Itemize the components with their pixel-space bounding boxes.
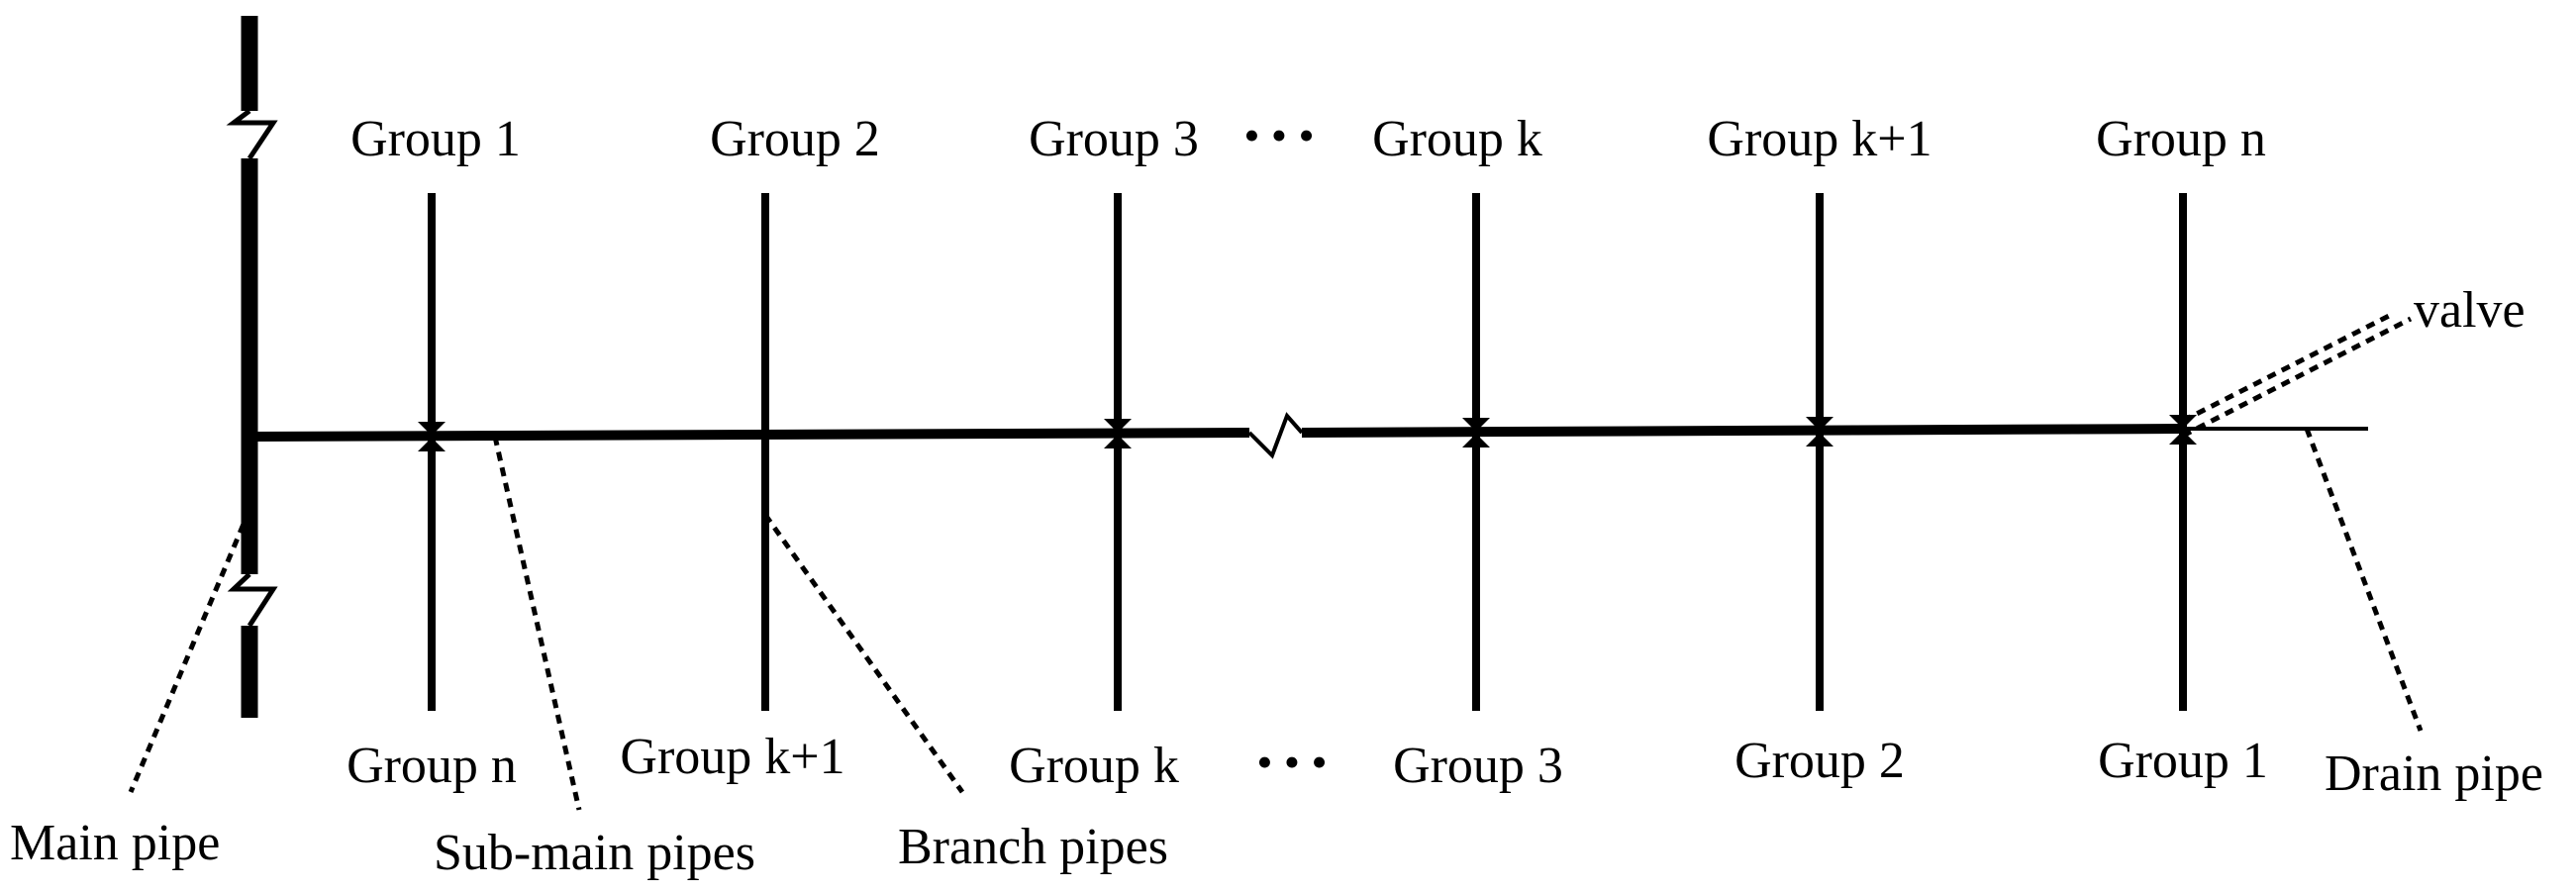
sub-main-pipe-right [1301,424,2184,438]
top-group-label: Group 2 [710,111,880,167]
leader-valve-lower [2181,316,2413,439]
top-group-label: Group k+1 [1707,111,1932,167]
valve-symbol [1806,417,1833,447]
main-pipe-break-bottom [227,572,278,628]
valve-symbol [1104,419,1132,448]
top-ellipsis: • • • [1243,110,1314,160]
main-pipe [226,16,278,718]
bottom-group-label: Group n [347,738,517,794]
valve-symbol [1462,418,1490,447]
bottom-group-labels: Group n Group k+1 Group k Group 3 Group … [347,729,2268,794]
drain-pipe-label: Drain pipe [2325,745,2543,802]
bottom-ellipsis: • • • [1256,737,1327,787]
bottom-group-label: Group 3 [1393,738,1563,794]
top-group-label: Group 3 [1029,111,1199,167]
main-pipe-break-top [226,109,278,160]
top-group-label: Group n [2096,111,2266,167]
sub-main-pipe-break [1247,412,1304,459]
sub-main-pipes-label: Sub-main pipes [434,825,755,881]
valve-symbol [418,422,446,451]
leader-valve-upper [2181,312,2393,424]
leader-main-pipe [128,509,252,793]
bottom-group-label: Group k+1 [620,729,844,785]
top-group-label: Group 1 [350,111,521,167]
leader-sub-main-pipes [492,436,582,811]
bottom-group-label: Group k [1009,738,1179,794]
sub-main-pipe-left [248,428,1250,442]
branch-pipes [428,193,2187,711]
leader-drain-pipe [2304,428,2424,732]
top-group-labels: Group 1 Group 2 Group 3 Group k Group k+… [350,111,2266,167]
sub-main-pipe [248,412,2368,459]
top-group-label: Group k [1372,111,1542,167]
bottom-group-label: Group 1 [2098,733,2268,789]
valves [418,415,2197,451]
bottom-group-label: Group 2 [1734,733,1905,789]
valve-label: valve [2414,282,2526,339]
main-pipe-label: Main pipe [10,815,220,871]
branch-pipes-label: Branch pipes [898,819,1168,875]
leader-lines [128,312,2424,811]
